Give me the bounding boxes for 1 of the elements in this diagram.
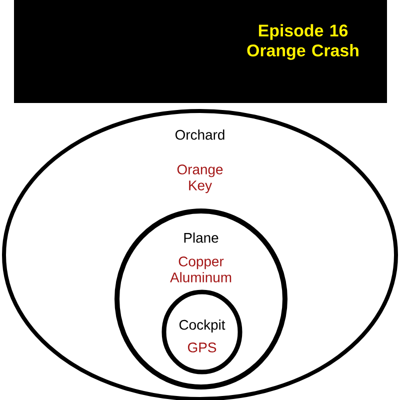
title: Episode 16 Orange Crash — [247, 24, 358, 60]
